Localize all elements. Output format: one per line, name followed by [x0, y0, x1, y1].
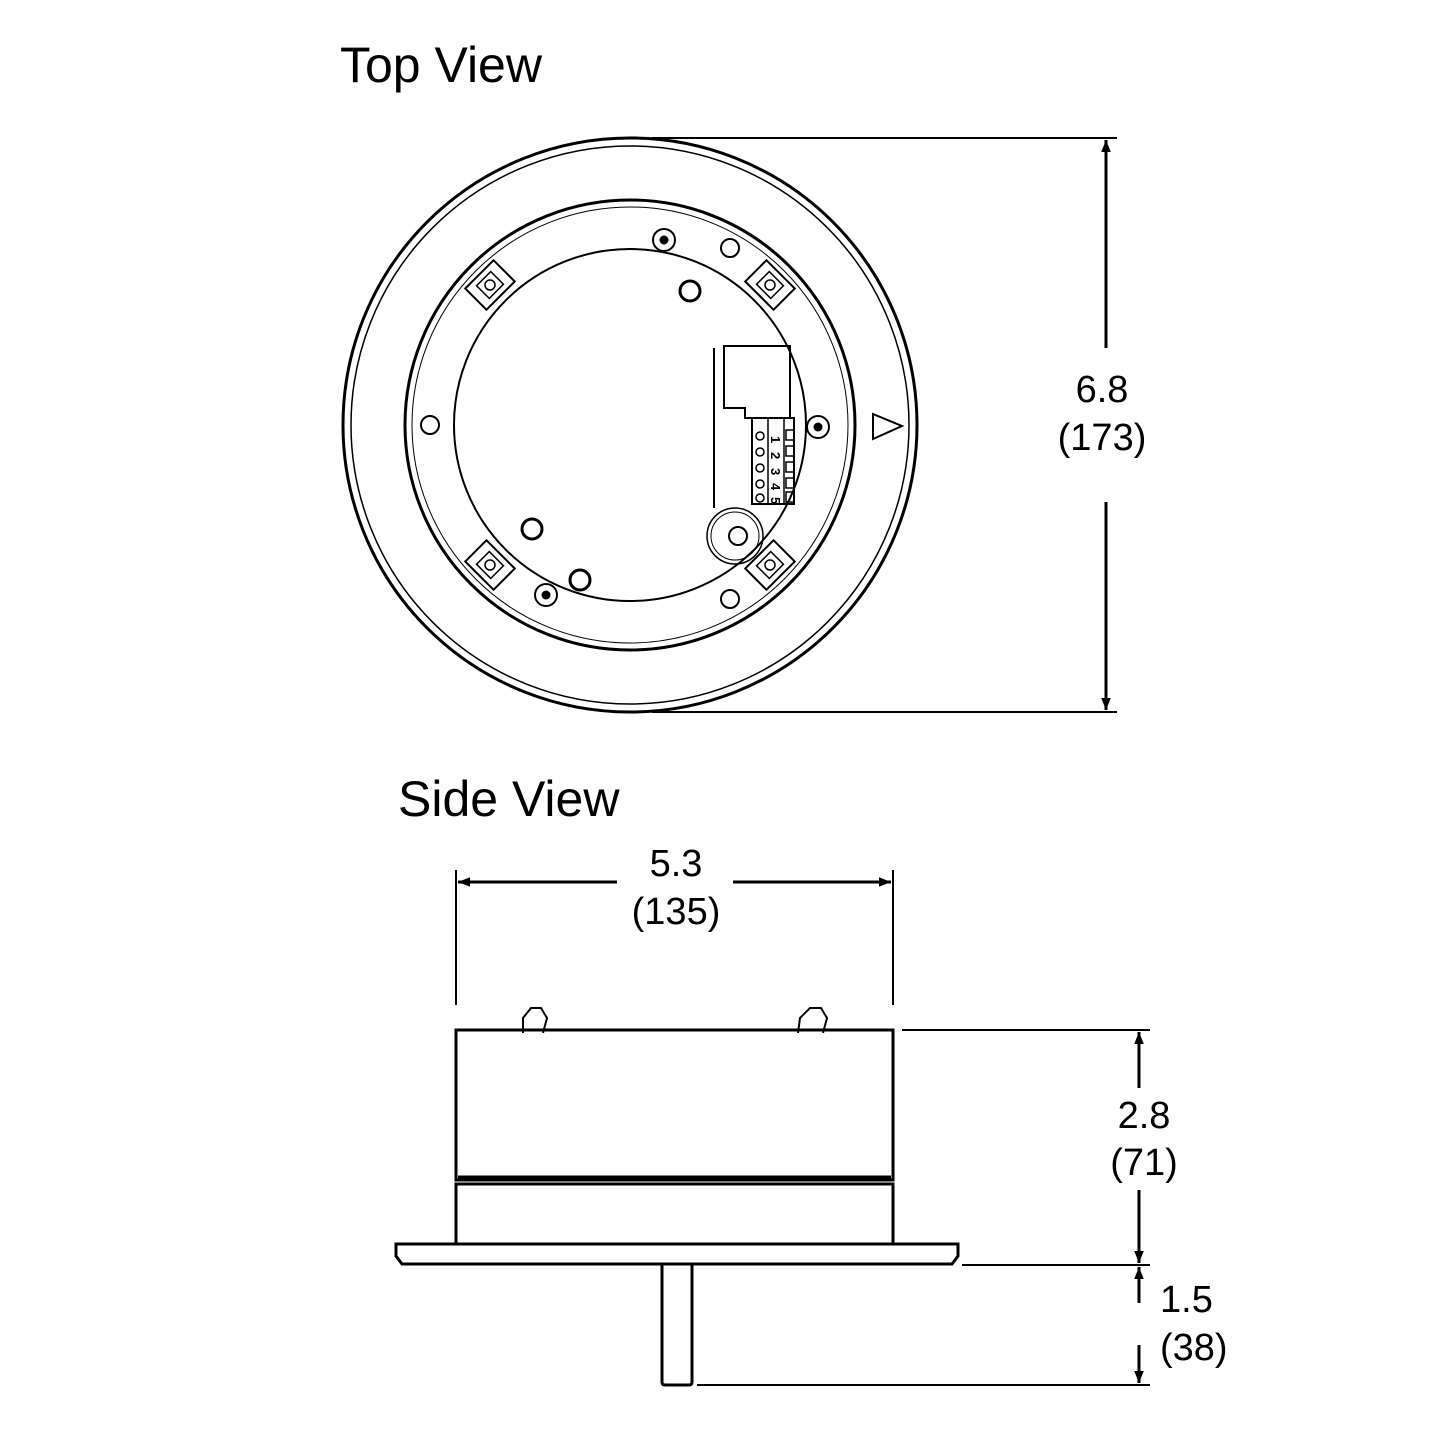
clip-top-right	[743, 258, 797, 312]
knockout	[706, 507, 764, 565]
side-view-title: Side View	[398, 771, 620, 827]
housing-inner-edge	[411, 206, 849, 644]
housing-ring	[403, 198, 857, 652]
hole	[720, 238, 740, 258]
width-inches: 5.3	[650, 843, 703, 885]
terminal-number: 4	[768, 483, 783, 491]
body-height-inches: 2.8	[1118, 1095, 1171, 1137]
upper-body	[454, 1028, 895, 1182]
hole	[568, 568, 592, 592]
outer-trim-inner-edge	[350, 145, 910, 705]
side-clip-left	[522, 1007, 549, 1034]
body-height-mm: (71)	[1110, 1142, 1178, 1184]
stem-length-mm: (38)	[1160, 1327, 1228, 1369]
screw-top	[652, 228, 676, 252]
clip-bottom-left	[463, 538, 517, 592]
hole	[420, 415, 440, 435]
width-mm: (135)	[632, 891, 721, 933]
terminal-block	[751, 417, 795, 505]
terminal-number: 2	[768, 452, 783, 459]
hole	[720, 589, 740, 609]
height-dimension	[652, 137, 1117, 713]
top-view-drawing	[341, 136, 919, 714]
lower-body	[454, 1182, 895, 1246]
top-view-title: Top View	[340, 37, 543, 93]
outer-trim-ring	[341, 136, 919, 714]
clip-top-left	[463, 258, 517, 312]
clip-bottom-right	[743, 538, 797, 592]
orientation-triangle	[872, 412, 905, 441]
terminal-number: 5	[768, 497, 783, 504]
trim-flange	[394, 1242, 960, 1266]
body-height-dimension	[902, 1029, 1150, 1266]
mounting-plate	[453, 248, 807, 602]
screw-bottom-left	[534, 583, 558, 607]
junction-box	[723, 345, 791, 419]
height-mm: (173)	[1058, 417, 1147, 459]
width-dimension	[455, 870, 894, 1005]
sensor-stem	[660, 1264, 694, 1387]
hole	[520, 517, 544, 541]
height-inches: 6.8	[1076, 369, 1129, 411]
terminal-numbers: 1 2 3 4 5	[768, 436, 783, 504]
hole	[678, 279, 702, 303]
side-clip-right	[797, 1007, 829, 1034]
terminal-number: 1	[768, 436, 783, 443]
stem-length-dimension	[697, 1267, 1150, 1386]
screw-right	[806, 415, 830, 439]
terminal-number: 3	[768, 468, 783, 475]
stem-length-inches: 1.5	[1160, 1279, 1213, 1321]
side-view-drawing	[394, 1007, 960, 1387]
